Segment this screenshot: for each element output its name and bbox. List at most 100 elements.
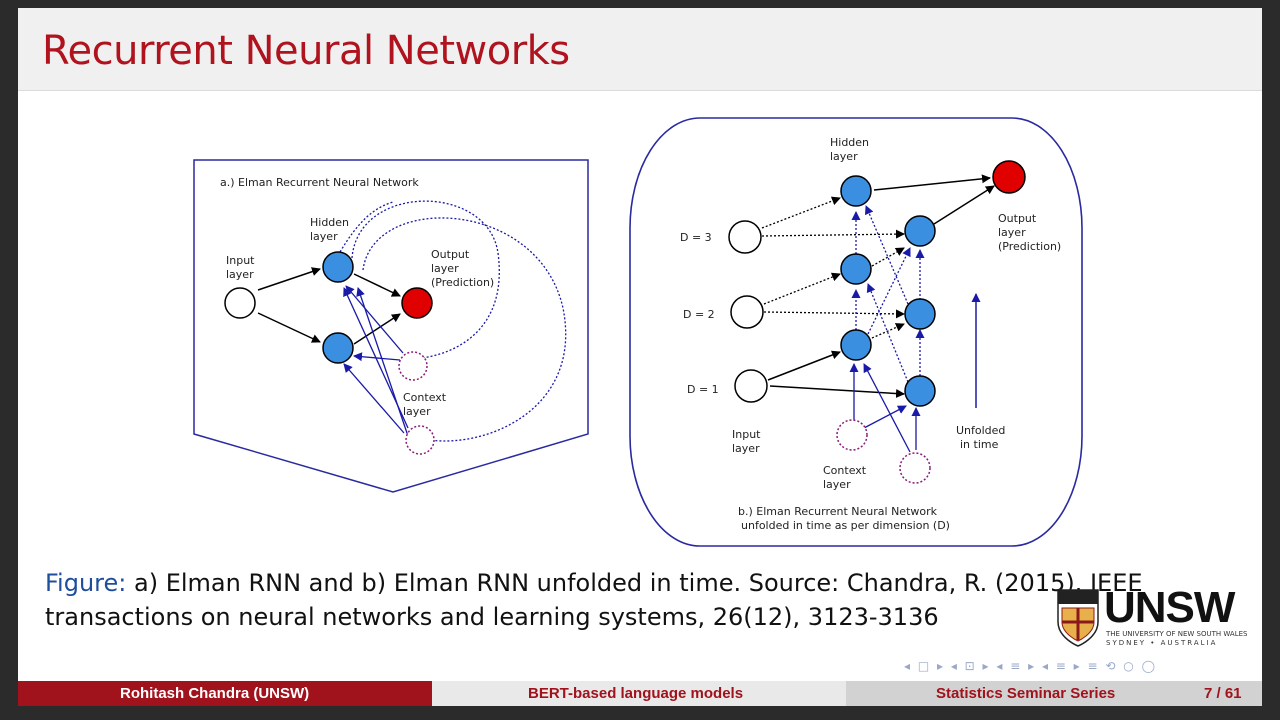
context-node — [398, 351, 428, 381]
unsw-logo-text: UNSW — [1104, 583, 1235, 632]
diagram-a-output-label: layer — [431, 262, 459, 275]
input-edge — [761, 229, 905, 239]
unsw-logo-sub1: THE UNIVERSITY OF NEW SOUTH WALES — [1106, 630, 1248, 638]
nav-frame-icon[interactable]: ◂ □ ▸ — [904, 659, 946, 673]
hidden-node — [904, 215, 936, 247]
diagram-b-caption: b.) Elman Recurrent Neural Network — [738, 505, 938, 518]
recurrent-edge — [866, 283, 909, 383]
diagram-a-output-label: (Prediction) — [431, 276, 494, 289]
slide-header: Recurrent Neural Networks — [18, 8, 1262, 91]
input-edge — [767, 350, 841, 381]
input-node — [728, 220, 762, 254]
context-node — [405, 425, 435, 455]
hidden-node — [322, 251, 354, 283]
unfolded-label: Unfolded — [956, 424, 1005, 437]
recurrent-loop — [362, 217, 567, 442]
dimension-label: D = 3 — [680, 231, 712, 244]
diagram-b-output-label: (Prediction) — [998, 240, 1061, 253]
diagram-a-context-label: layer — [403, 405, 431, 418]
diagram-b: Hidden layer Output layer (Prediction) D… — [629, 117, 1083, 547]
hidden-node — [904, 298, 936, 330]
context-edge — [863, 405, 907, 429]
slide-title: Recurrent Neural Networks — [42, 28, 570, 74]
context-node — [899, 452, 931, 484]
diagram-a-frame — [193, 159, 589, 493]
nav-toc-icon[interactable]: ≡ — [1087, 659, 1100, 673]
unsw-crest-icon — [1057, 589, 1099, 647]
diagram-b-hidden-label: Hidden — [830, 136, 869, 149]
hidden-node — [840, 253, 872, 285]
footer-talk-text: BERT-based language models — [528, 685, 744, 702]
edge — [353, 313, 401, 345]
rnn-diagram: a.) Elman Recurrent Neural Network Input… — [193, 117, 1083, 547]
nav-section-icon[interactable]: ◂ ≡ ▸ — [996, 659, 1037, 673]
dimension-label: D = 1 — [687, 383, 719, 396]
hidden-node — [840, 329, 872, 361]
context-edge — [343, 363, 405, 434]
edge — [353, 273, 401, 297]
diagram-a-title: a.) Elman Recurrent Neural Network — [220, 176, 419, 189]
output-node — [401, 287, 433, 319]
diagram-b-hidden-label: layer — [830, 150, 858, 163]
recurrent-edge — [867, 247, 911, 335]
slide-footer: Rohitash Chandra (UNSW) BERT-based langu… — [18, 681, 1262, 706]
hidden-node — [322, 332, 354, 364]
slide: Recurrent Neural Networks a.) Elman Recu… — [18, 8, 1262, 706]
diagram-a-hidden-label: layer — [310, 230, 338, 243]
diagram-a-input-label: layer — [226, 268, 254, 281]
edge — [257, 267, 321, 291]
diagram-b-context-label: Context — [823, 464, 867, 477]
input-edge — [769, 385, 905, 399]
context-edge — [356, 287, 409, 437]
diagram-b-context-label: layer — [823, 478, 851, 491]
footer-author-text: Rohitash Chandra (UNSW) — [120, 685, 310, 702]
diagram-a-output-label: Output — [431, 248, 470, 261]
input-edge — [763, 309, 905, 319]
figure-caption: Figure: a) Elman RNN and b) Elman RNN un… — [45, 566, 1205, 634]
hidden-node — [904, 375, 936, 407]
input-node — [224, 287, 256, 319]
unsw-logo-subtitle: THE UNIVERSITY OF NEW SOUTH WALES SYDNEY… — [1106, 630, 1256, 648]
figure-label: Figure: — [45, 569, 127, 597]
diagram-a-hidden-label: Hidden — [310, 216, 349, 229]
input-node — [734, 369, 768, 403]
caption-line-2: transactions on neural networks and lear… — [45, 603, 939, 631]
diagram-a-context-label: Context — [403, 391, 447, 404]
context-edge — [353, 352, 401, 362]
diagram-b-input-label: layer — [732, 442, 760, 455]
footer-talk: BERT-based language models — [432, 681, 846, 706]
diagram-b-output-label: layer — [998, 226, 1026, 239]
output-edge — [933, 185, 995, 225]
footer-series-text: Statistics Seminar Series — [936, 685, 1116, 702]
input-edge — [763, 272, 841, 305]
nav-subsection-icon[interactable]: ◂ ⊡ ▸ — [950, 659, 991, 673]
input-node — [730, 295, 764, 329]
hidden-node — [840, 175, 872, 207]
context-node — [836, 419, 868, 451]
beamer-nav[interactable]: ◂ □ ▸ ◂ ⊡ ▸ ◂ ≡ ▸ ◂ ≡ ▸ ≡ ⟲ ○ ◯ — [904, 659, 1157, 673]
footer-page-number: 7 / 61 — [1204, 685, 1242, 702]
caption-line-1: a) Elman RNN and b) Elman RNN unfolded i… — [134, 569, 1143, 597]
diagram-b-caption: unfolded in time as per dimension (D) — [741, 519, 950, 532]
footer-author: Rohitash Chandra (UNSW) — [18, 681, 432, 706]
unfolded-label: in time — [960, 438, 999, 451]
context-edge — [863, 363, 911, 453]
diagram-b-input-label: Input — [732, 428, 761, 441]
context-edge — [345, 285, 404, 354]
input-edge — [761, 196, 841, 229]
recurrent-edge — [865, 205, 909, 305]
output-edge — [873, 174, 991, 191]
diagram-b-output-label: Output — [998, 212, 1037, 225]
hidden-edge — [871, 323, 905, 339]
diagram-a-input-label: Input — [226, 254, 255, 267]
recurrent-loop — [332, 201, 394, 262]
output-node — [992, 160, 1026, 194]
unsw-logo-sub2: SYDNEY • AUSTRALIA — [1106, 639, 1218, 647]
diagram-b-frame — [629, 117, 1083, 547]
nav-slide-icon[interactable]: ◂ ≡ ▸ — [1041, 659, 1082, 673]
hidden-edge — [871, 247, 905, 267]
footer-series: Statistics Seminar Series 7 / 61 — [846, 681, 1262, 706]
dimension-label: D = 2 — [683, 308, 715, 321]
edge — [257, 312, 321, 343]
nav-search-icon[interactable]: ⟲ ○ ◯ — [1105, 659, 1158, 673]
